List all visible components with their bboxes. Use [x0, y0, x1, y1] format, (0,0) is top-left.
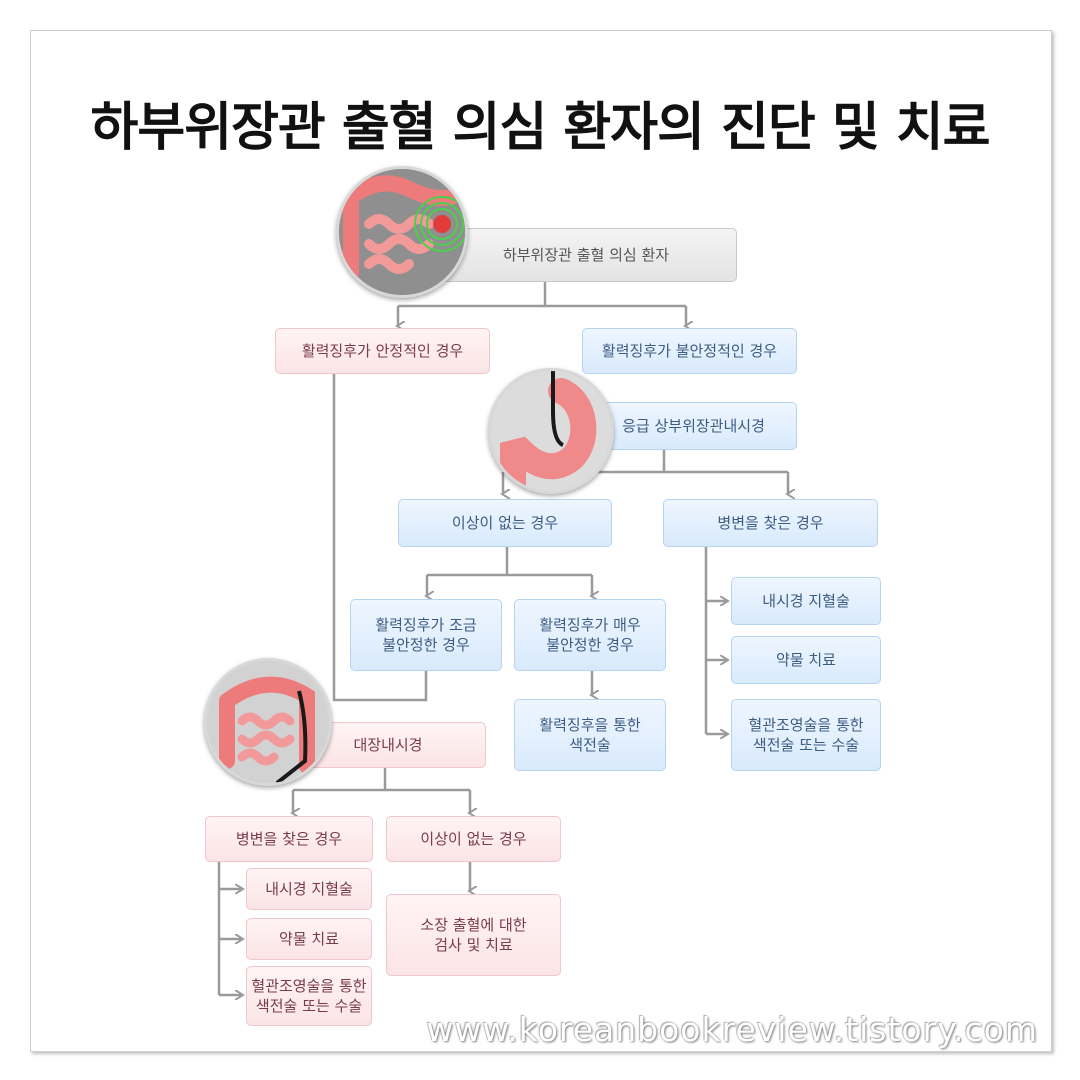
watermark: www.koreanbookreview.tistory.com: [426, 1010, 1038, 1049]
node-colon-normal: 이상이 없는 경우: [386, 816, 561, 862]
node-slightly-unstable: 활력징후가 조금 불안정한 경우: [350, 599, 502, 671]
node-upper-angio: 혈관조영술을 통한 색전술 또는 수술: [731, 699, 881, 771]
node-colon-lesion: 병변을 찾은 경우: [205, 816, 373, 862]
intestine-bleeding-icon: [336, 166, 468, 298]
stomach-endoscope-icon: [488, 368, 614, 494]
node-very-unstable: 활력징후가 매우 불안정한 경우: [514, 599, 666, 671]
node-colon-drug: 약물 치료: [246, 918, 372, 960]
node-colonoscopy: 대장내시경: [290, 722, 486, 768]
node-upper-drug: 약물 치료: [731, 636, 881, 684]
node-upper-normal: 이상이 없는 경우: [398, 499, 612, 547]
node-embolization-vital: 활력징후을 통한 색전술: [514, 699, 666, 771]
page-title: 하부위장관 출혈 의심 환자의 진단 및 치료: [90, 98, 991, 158]
node-colon-hemostasis: 내시경 지혈술: [246, 868, 372, 910]
node-vital-stable: 활력징후가 안정적인 경우: [275, 328, 490, 374]
node-upper-lesion: 병변을 찾은 경우: [663, 499, 878, 547]
node-upper-endoscopy: 응급 상부위장관내시경: [590, 402, 797, 450]
node-upper-hemostasis: 내시경 지혈술: [731, 577, 881, 625]
colon-endoscope-icon: [204, 658, 332, 786]
node-patient: 하부위장관 출혈 의심 환자: [435, 228, 737, 282]
node-vital-unstable: 활력징후가 불안정적인 경우: [582, 328, 797, 374]
node-colon-angio: 혈관조영술을 통한 색전술 또는 수술: [246, 966, 372, 1026]
node-small-bowel: 소장 출혈에 대한 검사 및 치료: [386, 894, 561, 976]
